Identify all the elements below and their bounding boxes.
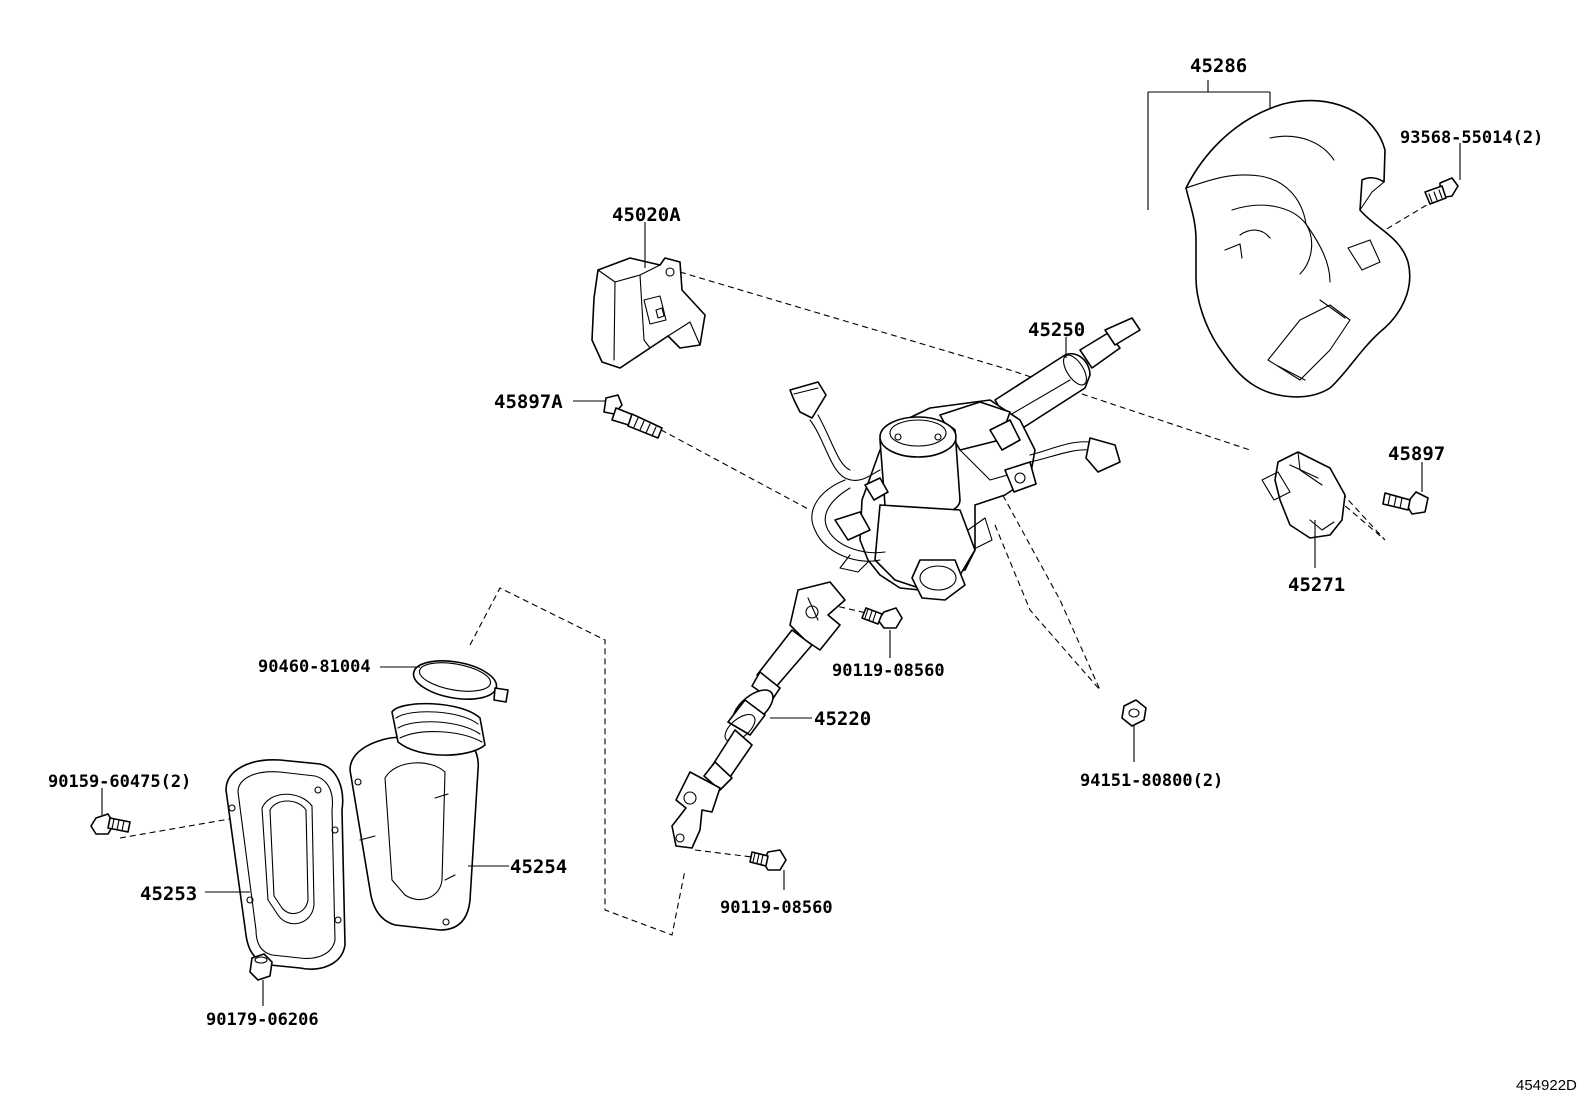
column-cover-45286 bbox=[1185, 99, 1411, 398]
label-90119-upper: 90119-08560 bbox=[832, 661, 945, 681]
label-45897: 45897 bbox=[1388, 443, 1445, 465]
label-45220: 45220 bbox=[814, 708, 871, 730]
label-94151: 94151-80800(2) bbox=[1080, 771, 1223, 791]
label-93568: 93568-55014(2) bbox=[1400, 128, 1543, 148]
bracket-45020A bbox=[591, 257, 706, 369]
label-45020A: 45020A bbox=[612, 204, 681, 226]
clamp-ring-90460 bbox=[412, 660, 509, 703]
label-90159: 90159-60475(2) bbox=[48, 772, 191, 792]
label-45271: 45271 bbox=[1288, 574, 1345, 596]
label-45286: 45286 bbox=[1190, 55, 1247, 77]
steering-column-45250 bbox=[789, 317, 1141, 601]
bolt-45897A bbox=[603, 394, 663, 439]
screw-93568 bbox=[1424, 177, 1459, 205]
plate-45253 bbox=[225, 759, 346, 970]
boot-45254 bbox=[349, 702, 486, 931]
label-90179: 90179-06206 bbox=[206, 1010, 319, 1030]
bolt-90119-lower bbox=[749, 849, 787, 871]
bolt-45897 bbox=[1382, 491, 1429, 515]
label-45897A: 45897A bbox=[494, 391, 563, 413]
leader-lines bbox=[101, 80, 1461, 1006]
label-45254: 45254 bbox=[510, 856, 567, 878]
label-45250: 45250 bbox=[1028, 319, 1085, 341]
label-45253: 45253 bbox=[140, 883, 197, 905]
label-90119-lower: 90119-08560 bbox=[720, 898, 833, 918]
label-90460: 90460-81004 bbox=[258, 657, 371, 677]
nut-90179 bbox=[249, 953, 273, 981]
intermediate-shaft-45220 bbox=[671, 581, 846, 849]
clamp-45271 bbox=[1261, 451, 1346, 539]
bolt-90119-upper bbox=[861, 607, 903, 629]
nut-94151 bbox=[1121, 699, 1147, 727]
bolt-90159 bbox=[90, 813, 131, 835]
diagram-reference-code: 454922D bbox=[1516, 1077, 1577, 1094]
